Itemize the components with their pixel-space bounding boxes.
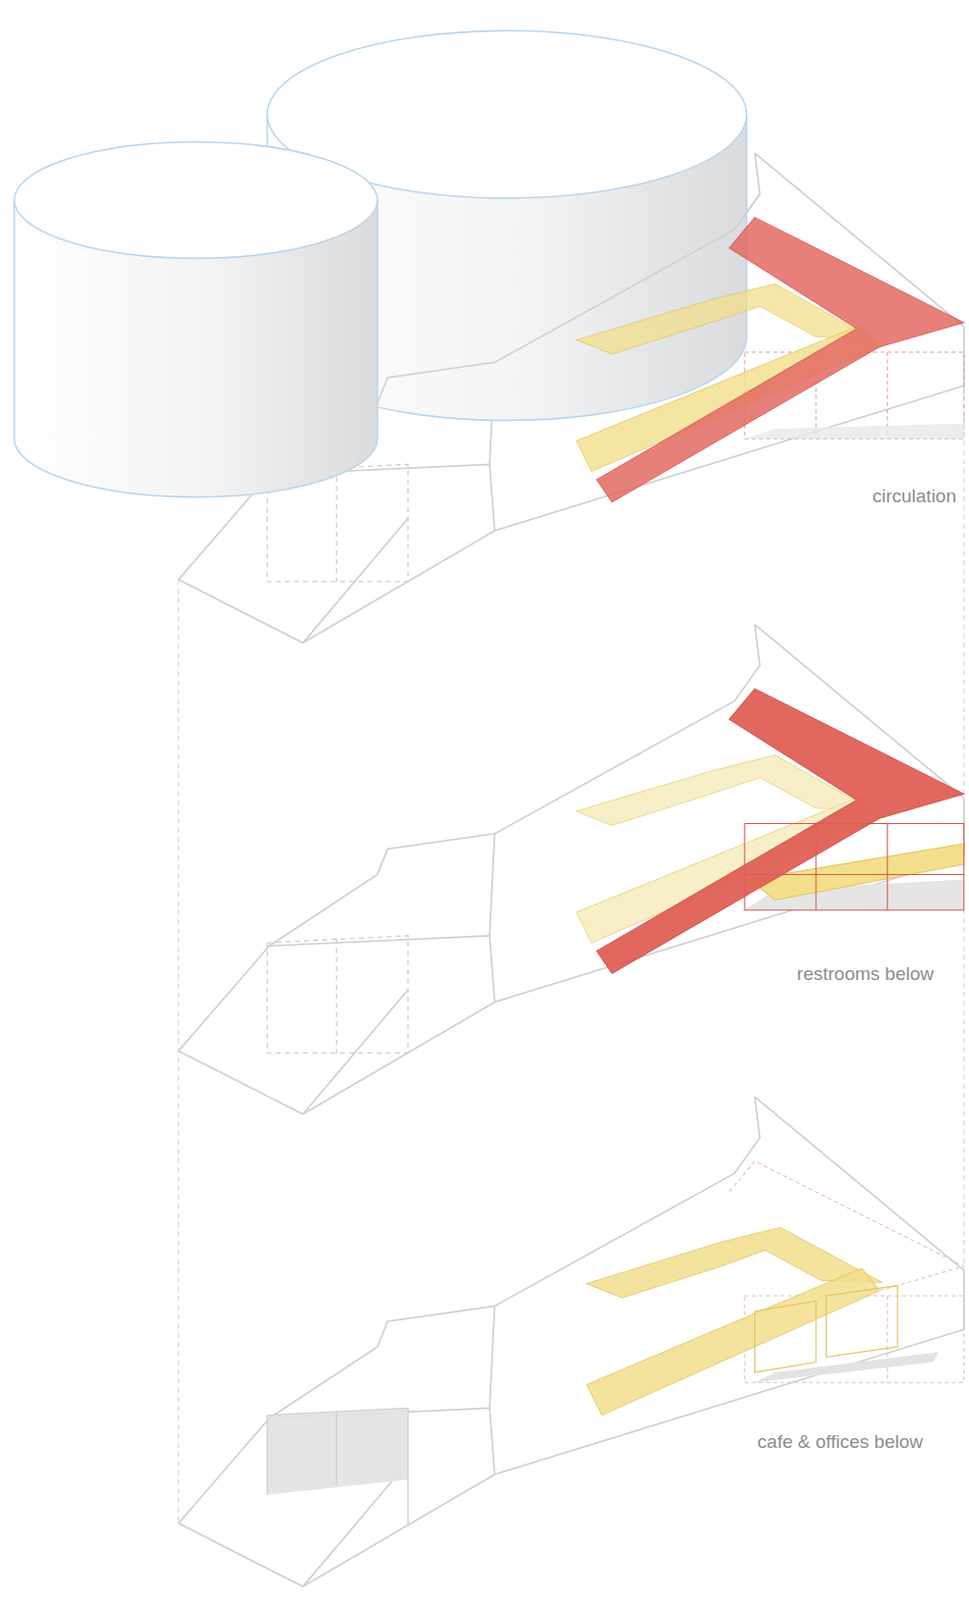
layer-label: circulation: [871, 485, 957, 508]
layer-label: restrooms below: [797, 963, 934, 985]
layer-label: cafe & offices below: [757, 1430, 923, 1453]
